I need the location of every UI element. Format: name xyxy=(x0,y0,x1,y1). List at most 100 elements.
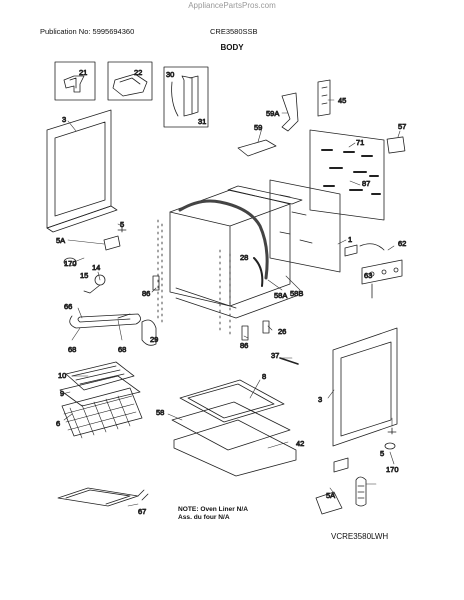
callout-170-left: 170 xyxy=(64,259,77,268)
part-29-cover xyxy=(141,319,157,346)
callout-68-right: 68 xyxy=(118,345,126,354)
part-5-screw-left xyxy=(117,225,127,233)
part-86-upper xyxy=(152,275,160,291)
door-frame-inner-left xyxy=(54,121,106,217)
watermark: AppliancePartsPros.com xyxy=(188,1,276,10)
part-87-back-cover xyxy=(269,179,341,273)
part-67-broil-element xyxy=(57,487,139,507)
callout-170-right: 170 xyxy=(386,465,399,474)
part-57-label xyxy=(386,136,406,154)
callout-30: 30 xyxy=(166,70,174,79)
part-59-strip xyxy=(237,139,277,157)
callout-86-lower: 86 xyxy=(240,341,248,350)
callout-68-left: 68 xyxy=(68,345,76,354)
part-66-bake-element xyxy=(69,313,141,329)
part-58-drawer-frame xyxy=(171,401,291,451)
callout-58: 58 xyxy=(156,408,164,417)
part-45-vent xyxy=(317,79,331,117)
part-22-bracket xyxy=(112,73,148,97)
callout-21: 21 xyxy=(79,68,87,77)
oven-top-edge xyxy=(227,185,303,205)
part-26-clip xyxy=(262,320,270,334)
callout-9: 9 xyxy=(60,389,64,398)
callout-26: 26 xyxy=(278,327,286,336)
callout-59: 59 xyxy=(254,123,262,132)
callout-5-right: 5 xyxy=(380,449,384,458)
oven-liner-note: NOTE: Oven Liner N/A Ass. du four N/A xyxy=(178,506,248,521)
part-58A-58B-insulation xyxy=(253,257,264,287)
callout-59A: 59A xyxy=(266,109,279,118)
part-15-wire xyxy=(83,284,101,294)
part-3-door-frame-left xyxy=(46,109,112,229)
part-37-rod xyxy=(279,357,299,365)
callout-87: 87 xyxy=(362,179,370,188)
callout-58A: 58A xyxy=(274,291,287,300)
callout-5A-right: 5A xyxy=(326,491,335,500)
part-68-terminal xyxy=(117,313,131,319)
callout-1: 1 xyxy=(348,235,352,244)
callout-3-right: 3 xyxy=(318,395,322,404)
part-5-screw-right xyxy=(387,427,397,435)
part-5-leveler-leg xyxy=(355,476,367,507)
callout-5A-left: 5A xyxy=(56,236,65,245)
callout-62: 62 xyxy=(398,239,406,248)
callout-15: 15 xyxy=(80,271,88,280)
callout-31: 31 xyxy=(198,117,206,126)
drawer-liner-inner xyxy=(187,383,275,419)
callout-3-left: 3 xyxy=(62,115,66,124)
page-title: BODY xyxy=(220,43,244,52)
part-9-broil-pan xyxy=(59,375,141,407)
callout-63: 63 xyxy=(364,271,372,280)
callout-42: 42 xyxy=(296,439,304,448)
callout-6: 6 xyxy=(56,419,60,428)
callout-57: 57 xyxy=(398,122,406,131)
part-10-broil-insert xyxy=(65,361,135,391)
callout-8: 8 xyxy=(262,372,266,381)
publication-number: Publication No: 5995694360 xyxy=(40,27,135,36)
part-63-terminal-block xyxy=(361,259,403,285)
oven-base xyxy=(175,287,297,319)
leader-lines xyxy=(61,99,401,507)
terminal-3 xyxy=(393,267,399,273)
terminal-1 xyxy=(369,271,375,277)
terminal-2 xyxy=(381,269,387,275)
broil-insert-slots xyxy=(71,365,125,385)
oven-rack-wires xyxy=(63,395,137,439)
part-21-bracket xyxy=(63,75,85,93)
part-62-lead xyxy=(359,243,385,251)
part-22-box xyxy=(107,61,153,101)
oven-side-dashes xyxy=(157,219,163,325)
part-5A-bracket-left xyxy=(103,235,121,251)
part-42-drawer-bottom xyxy=(173,419,297,477)
diagram-id: VCRE3580LWH xyxy=(331,532,389,541)
callout-86-upper: 86 xyxy=(142,289,150,298)
callout-5-left: 5 xyxy=(120,220,124,229)
door-frame-inner-right xyxy=(340,341,392,437)
part-30-31-insulation xyxy=(171,75,199,117)
callout-67: 67 xyxy=(138,507,146,516)
callout-28: 28 xyxy=(240,253,248,262)
callout-71: 71 xyxy=(356,138,364,147)
callout-14: 14 xyxy=(92,263,100,272)
oven-body xyxy=(169,189,291,307)
part-59A-bracket xyxy=(281,92,299,132)
part-71-rear-panel xyxy=(309,129,385,221)
callout-37: 37 xyxy=(271,351,279,360)
part-8-drawer-liner xyxy=(179,379,285,423)
part-86-lower xyxy=(241,325,249,341)
part-21-box xyxy=(54,61,96,101)
callout-29: 29 xyxy=(150,335,158,344)
door-frame-bottom-left xyxy=(46,205,118,233)
callout-66: 66 xyxy=(64,302,72,311)
part-170-leveler-right xyxy=(384,442,396,450)
part-3-door-frame-right xyxy=(332,327,398,447)
model-number: CRE3580SSB xyxy=(210,27,258,36)
part-5A-bracket-bottom xyxy=(315,491,343,515)
callout-45: 45 xyxy=(338,96,346,105)
oven-insulation-wrap xyxy=(178,199,269,280)
panel-vents xyxy=(321,149,381,195)
part-1-block xyxy=(344,244,358,257)
callout-58B: 58B xyxy=(290,289,303,298)
callout-10: 10 xyxy=(58,371,66,380)
